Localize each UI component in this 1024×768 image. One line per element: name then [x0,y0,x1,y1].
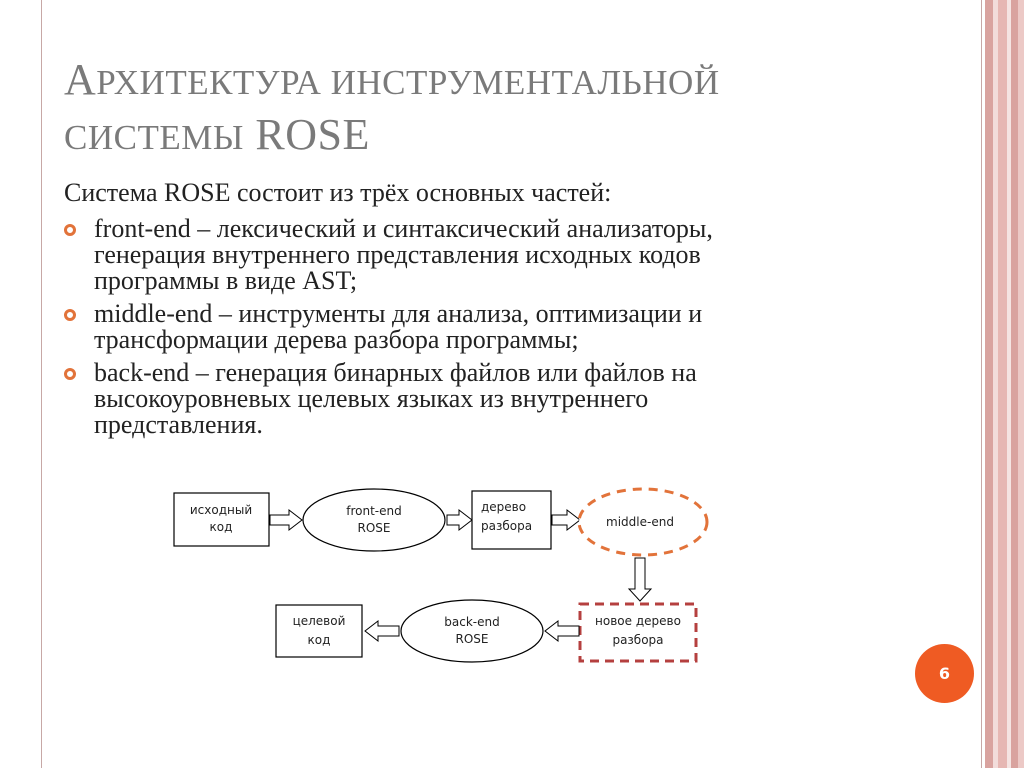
bullet-front-end: front-end – лексический и синтаксический… [64,216,904,294]
stripe [985,0,993,768]
node-label: front-end [346,504,401,518]
bullet-line: трансформации дерева разбора программы; [94,325,579,354]
hollow-arrow-down [627,557,653,602]
decorative-stripes [985,0,1024,768]
bullet-circle-icon [64,224,76,236]
hollow-arrow-left [544,619,580,643]
node-dashed-box [578,602,698,663]
bullet-line: представления. [94,410,263,439]
bullet-line: высокоуровневых целевых языках из внутре… [94,384,649,413]
node-label: исходный [190,503,252,517]
hollow-arrow-left [364,619,400,643]
node-label: код [210,520,233,534]
node-label: новое дерево [595,614,681,628]
slide-title: Архитектура инструментальной системы ROS… [64,54,864,164]
stripe [993,0,998,768]
stripe [1007,0,1011,768]
node-ellipse [400,599,544,663]
node-back-end: back-end ROSE [400,599,544,663]
title-line-2-text: системы [64,118,244,157]
intro-text: Система ROSE состоит из трёх основных ча… [64,178,612,207]
node-source-code: исходный код [173,492,270,547]
slide-frame [41,0,982,768]
bullet-circle-icon [64,368,76,380]
bullet-back-end: back-end – генерация бинарных файлов или… [64,360,904,438]
node-middle-end: middle-end [577,487,709,557]
stripe [998,0,1007,768]
hollow-arrow-right [446,508,473,532]
node-label: разбора [612,633,663,647]
node-front-end: front-end ROSE [302,488,446,552]
bullet-list: front-end – лексический и синтаксический… [64,216,904,438]
node-label: ROSE [358,521,391,535]
stripe [1018,0,1024,768]
bullet-line: middle-end – инструменты для анализа, оп… [94,299,703,328]
node-box [173,492,270,547]
node-label: целевой [293,614,346,628]
bullet-line: генерация внутреннего представления исхо… [94,240,701,269]
node-label: код [308,633,331,647]
page-number: 6 [938,664,951,683]
node-label: дерево [481,500,526,514]
node-parse-tree: дерево разбора [471,490,552,550]
node-ellipse [302,488,446,552]
slide-content: Система ROSE состоит из трёх основных ча… [64,176,904,445]
title-line-1: Архитектура инструментальной [64,54,864,109]
node-new-parse-tree: новое дерево разбора [578,602,698,663]
bullet-line: back-end – генерация бинарных файлов или… [94,358,697,387]
node-label: back-end [444,615,499,629]
title-line-1-text: рхитектура инструментальной [96,63,720,102]
node-label: ROSE [456,632,489,646]
node-dashed-ellipse [577,487,709,557]
title-rose: ROSE [243,110,370,159]
bullet-circle-icon [64,309,76,321]
hollow-arrow-right [551,508,581,532]
title-line-2: системы ROSE [64,109,864,164]
bullet-line: программы в виде AST; [94,266,358,295]
node-target-code: целевой код [275,604,363,658]
node-box [471,490,552,550]
node-label: middle-end [606,515,674,529]
node-box [275,604,363,658]
node-label: разбора [481,519,532,533]
hollow-arrow-right [269,508,303,532]
bullet-middle-end: middle-end – инструменты для анализа, оп… [64,301,904,353]
title-initial: А [64,55,97,104]
page-number-badge: 6 [915,644,974,703]
stripe [1011,0,1018,768]
bullet-line: front-end – лексический и синтаксический… [94,214,713,243]
